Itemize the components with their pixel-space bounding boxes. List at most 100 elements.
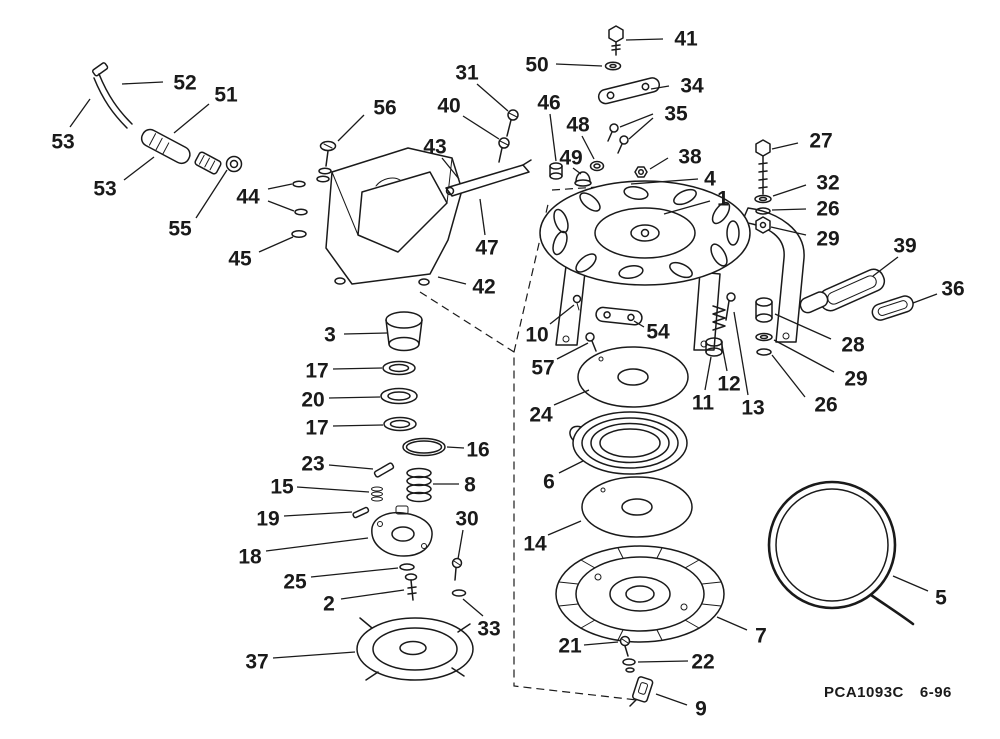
callout-number: 29 (844, 367, 867, 390)
callout-number: 53 (93, 177, 116, 200)
leader-line (267, 183, 293, 190)
callout-number: 27 (809, 129, 832, 152)
callout-number: 24 (529, 403, 553, 426)
callout-number: 39 (893, 234, 916, 257)
leader-line (479, 198, 486, 236)
bolt-stack-right (754, 139, 772, 234)
callout-number: 19 (256, 507, 279, 530)
leader-line (343, 332, 388, 335)
callout-number: 5 (935, 586, 947, 609)
leader-line (655, 693, 688, 706)
part-code: PCA1093C (824, 684, 904, 701)
leader-line (628, 117, 654, 140)
leader-line (770, 226, 807, 236)
leader-line (549, 304, 575, 325)
callout-number: 42 (472, 275, 495, 298)
leader-line (558, 460, 584, 474)
leader-line (69, 98, 91, 128)
leader-line (556, 342, 589, 360)
leader-line (457, 529, 464, 560)
leader-line (892, 575, 929, 592)
leader-line (774, 313, 832, 340)
handle-grip-end (799, 291, 829, 314)
callout-number: 23 (301, 452, 324, 475)
lockout-lever-part (445, 159, 532, 197)
callout-number: 34 (680, 74, 704, 97)
callout-number: 56 (373, 96, 396, 119)
rope-pulley-part (555, 545, 725, 643)
bushing-stack-part (755, 297, 773, 356)
callout-number: 57 (531, 356, 554, 379)
callout-number: 46 (537, 91, 560, 114)
callout-number: 45 (228, 247, 252, 270)
leader-line (340, 589, 405, 600)
callout-number: 28 (841, 333, 865, 356)
leader-line (328, 396, 381, 399)
callout-number: 3 (324, 323, 336, 346)
callout-number: 10 (525, 323, 548, 346)
callout-number: 35 (664, 102, 688, 125)
date-code: 6-96 (919, 684, 952, 701)
callout-number: 38 (678, 145, 702, 168)
callout-number: 12 (717, 372, 740, 395)
callout-number: 6 (543, 470, 555, 493)
callout-number: 36 (941, 277, 964, 300)
callout-number: 8 (464, 473, 476, 496)
leader-line (258, 236, 294, 253)
washer-stack-left (380, 360, 446, 457)
pawl-plate-part (572, 294, 643, 352)
callout-number: 40 (437, 94, 460, 117)
figure-code: PCA1093C 6-96 (824, 684, 952, 701)
leader-line (437, 276, 467, 285)
pawl-carrier-part (371, 505, 433, 557)
leader-line (772, 184, 807, 197)
leader-line (773, 339, 835, 373)
leader-line (267, 200, 295, 212)
leader-line (771, 354, 806, 398)
callout-number: 17 (305, 416, 328, 439)
leader-line (771, 208, 807, 211)
callout-number: 13 (741, 396, 764, 419)
leader-line (720, 339, 728, 372)
callout-number: 21 (558, 634, 582, 657)
leader-line (650, 85, 670, 90)
leader-line (581, 135, 595, 160)
leader-line (637, 660, 689, 663)
callout-number: 31 (455, 61, 479, 84)
callout-number: 55 (168, 217, 192, 240)
callout-number: 29 (816, 227, 839, 250)
callout-number: 49 (559, 146, 582, 169)
recoil-spring-part (569, 411, 688, 475)
leader-line (583, 641, 619, 646)
leader-line (462, 598, 484, 617)
rope-anchor-part (871, 295, 914, 321)
callout-number: 32 (816, 171, 839, 194)
callout-number: 52 (173, 71, 196, 94)
starter-cover-bracket-part (325, 147, 463, 286)
leader-line (310, 567, 399, 578)
leader-line (547, 520, 582, 536)
starter-rope-part (767, 480, 915, 626)
callout-number: 25 (283, 570, 307, 593)
leader-line (123, 156, 155, 181)
callout-number: 30 (455, 507, 478, 530)
callout-number: 2 (323, 592, 335, 615)
leader-line (195, 169, 228, 219)
assembly-boundary-dashes (419, 185, 647, 702)
callout-number: 14 (523, 532, 547, 555)
leader-line (555, 63, 603, 67)
callout-number: 17 (305, 359, 328, 382)
leader-line (173, 103, 210, 134)
callout-number: 7 (755, 624, 767, 647)
leader-line (633, 320, 645, 328)
leader-line (630, 178, 699, 185)
leader-line (272, 651, 356, 659)
leader-line (572, 167, 582, 175)
callout-number: 51 (214, 83, 238, 106)
callout-number: 26 (814, 393, 837, 416)
pulley-hardware (619, 635, 654, 707)
callout-number: 53 (51, 130, 74, 153)
safety-lanyard-key-part (92, 62, 243, 175)
